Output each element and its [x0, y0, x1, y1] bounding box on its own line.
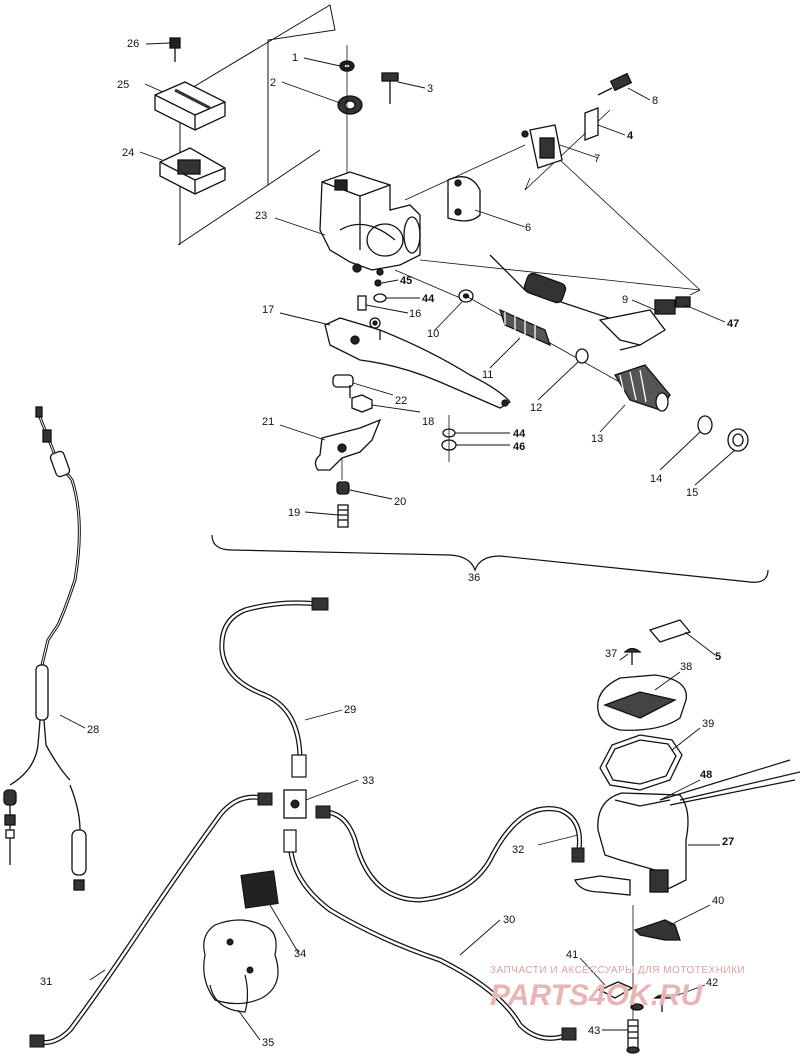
assembly-bracket-36	[211, 534, 769, 583]
callout-36: 36	[468, 572, 480, 584]
decal-5	[648, 619, 692, 643]
callout-15: 15	[686, 487, 698, 499]
callout-45: 45	[400, 275, 412, 287]
hose-29	[219, 600, 319, 761]
bolt-43	[626, 1019, 640, 1054]
callout-21: 21	[262, 416, 274, 428]
decal-4	[584, 107, 599, 141]
callout-23: 23	[255, 210, 267, 222]
callout-20: 20	[394, 496, 406, 508]
callout-14: 14	[650, 473, 662, 485]
callout-4: 4	[627, 130, 634, 142]
callout-33: 33	[362, 775, 374, 787]
callout-37: 37	[605, 648, 617, 660]
callout-9: 9	[622, 294, 628, 306]
reservoir-cover-25	[154, 81, 226, 131]
watermark: ЗАПЧАСТИ И АКСЕССУАРЫ ДЛЯ МОТОТЕХНИКИ PA…	[490, 965, 745, 1012]
callout-42: 42	[706, 977, 718, 989]
washer-15	[727, 428, 749, 452]
rear-master-cylinder	[574, 619, 800, 1054]
watermark-tagline: ЗАПЧАСТИ И АКСЕССУАРЫ ДЛЯ МОТОТЕХНИКИ	[490, 965, 745, 976]
boot-11	[498, 308, 552, 347]
bushing-16	[357, 295, 367, 311]
screw-37	[623, 647, 642, 653]
callout-31: 31	[40, 976, 52, 988]
callout-30: 30	[503, 914, 515, 926]
callout-2: 2	[270, 77, 276, 89]
callout-28: 28	[87, 724, 99, 736]
callout-22: 22	[395, 395, 407, 407]
bolt-45	[374, 279, 382, 287]
callout-11: 11	[482, 369, 493, 381]
master-cylinder-body-23	[319, 171, 421, 276]
callout-7: 7	[594, 153, 600, 165]
washer-44-top	[373, 293, 387, 303]
brake-lever-17	[324, 317, 511, 409]
callout-26: 26	[127, 38, 139, 50]
callout-32: 32	[512, 844, 524, 856]
diaphragm-24	[159, 147, 226, 195]
washer-12	[575, 348, 589, 364]
brake-hoses	[29, 597, 585, 1048]
callout-labels: 1 2 3 4 5 6 7 8 9 10 11 12 13 14 15 16 1…	[40, 38, 739, 1049]
callout-44-bottom: 44	[513, 428, 526, 440]
banjo-bolt-3	[381, 72, 399, 104]
watermark-brand: PARTS4OK.RU	[490, 979, 704, 1012]
bolt-19	[337, 504, 349, 528]
piston-13	[614, 364, 671, 412]
clip-47	[675, 296, 691, 308]
callout-13: 13	[591, 433, 603, 445]
washer-41	[598, 981, 634, 999]
decal-34	[240, 870, 279, 909]
spacer-22	[332, 374, 354, 388]
callout-41: 41	[566, 949, 578, 961]
callout-19: 19	[288, 507, 300, 519]
throttle-cable-28	[3, 406, 87, 891]
callout-40: 40	[712, 895, 724, 907]
cover-38	[597, 674, 688, 731]
callout-24: 24	[122, 147, 134, 159]
clamp-6	[447, 176, 481, 222]
callout-25: 25	[117, 79, 129, 91]
boot-40	[633, 919, 681, 941]
hose-guard-35	[203, 919, 279, 1013]
callout-35: 35	[262, 1037, 274, 1049]
callout-6: 6	[525, 222, 531, 234]
callout-17: 17	[262, 304, 274, 316]
callout-10: 10	[427, 328, 439, 340]
callout-34: 34	[294, 948, 306, 960]
callout-47: 47	[727, 318, 739, 330]
nut-18	[351, 394, 373, 413]
callout-43: 43	[588, 1025, 600, 1037]
nut-20	[336, 481, 350, 495]
upper-brake-assembly	[139, 4, 769, 583]
brake-switch-9	[489, 254, 676, 351]
callout-27: 27	[722, 836, 734, 848]
callout-46: 46	[513, 441, 525, 453]
callout-29: 29	[344, 704, 356, 716]
bolt-26	[169, 37, 181, 62]
callout-16: 16	[409, 308, 421, 320]
gasket-39	[599, 734, 683, 791]
callout-1: 1	[292, 52, 298, 64]
bracket-21	[314, 418, 382, 480]
callout-5: 5	[715, 651, 721, 663]
callout-18: 18	[422, 416, 434, 428]
callout-12: 12	[530, 402, 542, 414]
screw-42	[653, 994, 672, 999]
callout-48: 48	[700, 769, 712, 781]
screw-8	[597, 72, 633, 96]
callout-3: 3	[427, 83, 433, 95]
callout-39: 39	[702, 718, 714, 730]
washer-14	[697, 415, 713, 435]
leader-lines-top	[139, 42, 736, 516]
callout-38: 38	[680, 661, 692, 673]
switch-bracket-7	[521, 124, 563, 169]
callout-8: 8	[652, 95, 658, 107]
callout-44-top: 44	[422, 293, 435, 305]
